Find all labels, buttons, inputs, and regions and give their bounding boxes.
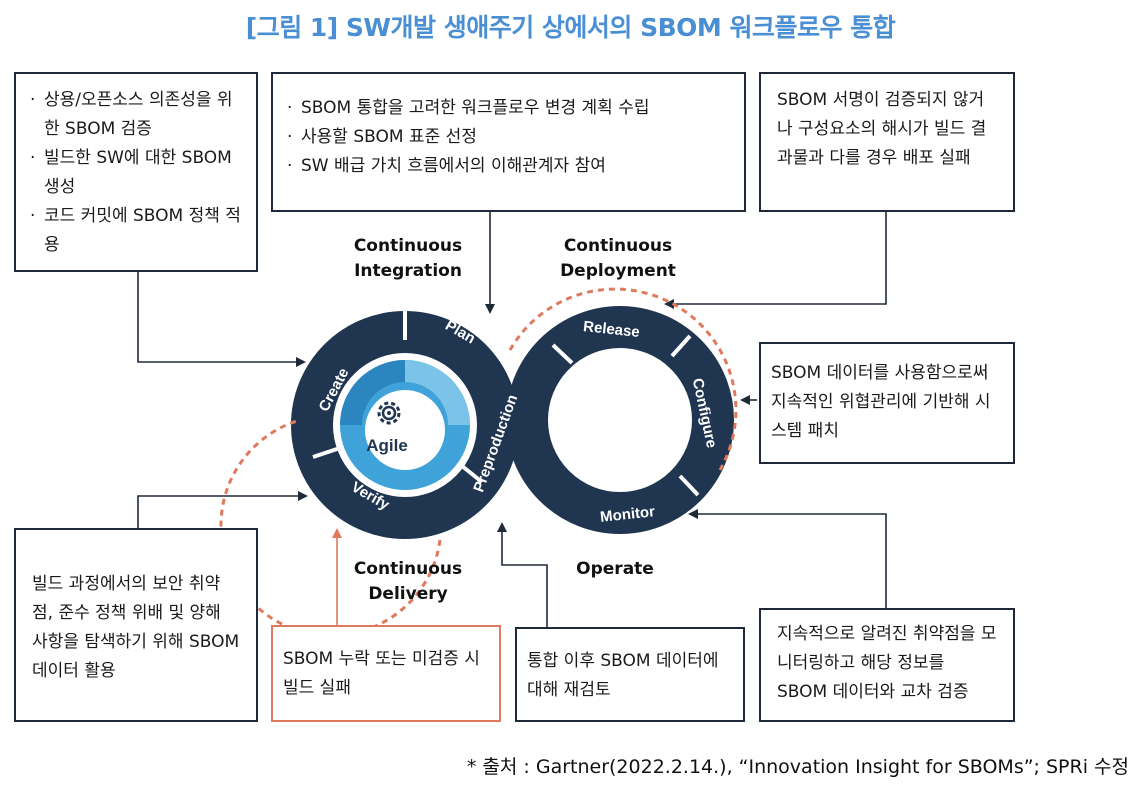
box-create: 상용/오픈소스 의존성을 위한 SBOM 검증 빌드한 SW에 대한 SBOM … (14, 72, 258, 272)
stage-ci: Continuous Integration (338, 234, 478, 284)
connector-release (664, 212, 887, 309)
stage-ci-line1: Continuous (353, 236, 463, 256)
stage-delivery-line2: Delivery (368, 584, 448, 604)
stage-cd: Continuous Deployment (548, 234, 688, 284)
stage-ci-line2: Integration (354, 261, 462, 281)
box-configure: SBOM 데이터를 사용함으로써 지속적인 위협관리에 기반해 시스템 패치 (759, 342, 1015, 464)
segment-release: Release (582, 318, 640, 341)
gear-icon (377, 401, 401, 425)
box-monitor: 지속적으로 알려진 취약점을 모니터링하고 해당 정보를 SBOM 데이터와 교… (759, 608, 1015, 722)
box-release: SBOM 서명이 검증되지 않거나 구성요소의 해시가 빌드 결과물과 다를 경… (759, 72, 1015, 212)
box-create-item: 빌드한 SW에 대한 SBOM 생성 (30, 144, 242, 202)
box-plan-item: SW 배급 가치 흐름에서의 이해관계자 참여 (287, 152, 730, 181)
figure-title: [그림 1] SW개발 생애주기 상에서의 SBOM 워크플로우 통합 (245, 13, 896, 42)
box-plan-item: 사용할 SBOM 표준 선정 (287, 123, 730, 152)
box-create-item: 상용/오픈소스 의존성을 위한 SBOM 검증 (30, 86, 242, 144)
stage-delivery-line1: Continuous (353, 559, 463, 579)
stage-cd-line1: Continuous (563, 236, 673, 256)
segment-monitor: Monitor (599, 503, 656, 526)
stage-cd-line2: Deployment (560, 261, 676, 281)
box-verify: 빌드 과정에서의 보안 취약점, 준수 정책 위배 및 양해 사항을 탐색하기 … (14, 528, 258, 722)
segment-separators (312, 311, 700, 497)
delivery-dashed-path (219, 287, 738, 637)
connectors (137, 212, 887, 627)
agile-core (365, 390, 445, 470)
connector-monitor (688, 509, 887, 608)
stage-operate: Operate (576, 559, 654, 579)
connector-preproduction (497, 522, 548, 627)
box-plan: SBOM 통합을 고려한 워크플로우 변경 계획 수립 사용할 SBOM 표준 … (271, 72, 746, 212)
box-create-item: 코드 커밋에 SBOM 정책 적용 (30, 202, 242, 260)
connector-verify (137, 491, 308, 528)
source-citation: * 출처 : Gartner(2022.2.14.), “Innovation … (466, 756, 1129, 778)
connector-create (137, 272, 306, 367)
right-loop-ring (506, 306, 734, 534)
box-plan-item: SBOM 통합을 고려한 워크플로우 변경 계획 수립 (287, 94, 730, 123)
agile-label: Agile (366, 436, 408, 455)
box-preproduction: 통합 이후 SBOM 데이터에 대해 재검토 (515, 627, 745, 722)
stage-delivery: Continuous Delivery (338, 557, 478, 607)
box-delivery: SBOM 누락 또는 미검증 시 빌드 실패 (271, 625, 501, 722)
